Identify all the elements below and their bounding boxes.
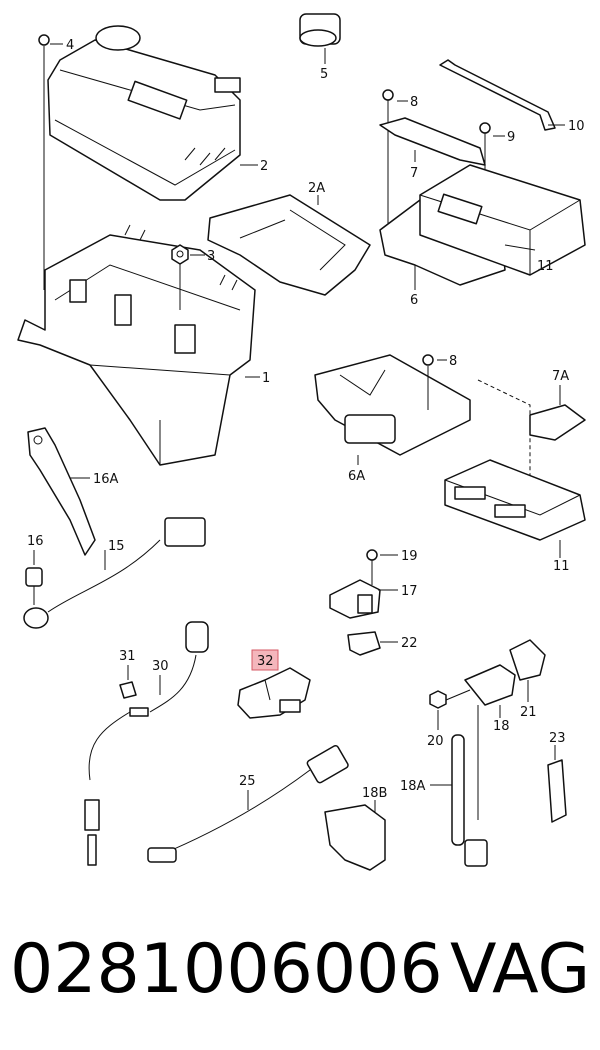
clip-part-31 — [119, 681, 137, 699]
callout-5: 5 — [320, 67, 328, 82]
callout-7: 7 — [410, 166, 418, 181]
callout-6: 6 — [410, 293, 418, 308]
connector-part-25 — [306, 744, 349, 784]
callout-23: 23 — [549, 731, 566, 746]
reservoir-cap — [95, 25, 141, 51]
cover-part-2 — [47, 39, 241, 201]
sensor-part-18 — [464, 664, 516, 867]
callout-labels: 1 2 2A 3 4 5 6 6A 7 7A 8 8 9 10 11 11 15… — [27, 38, 585, 801]
screw-part-4 — [38, 34, 63, 290]
callout-2a: 2A — [308, 181, 325, 196]
screw-part-19 — [366, 549, 378, 585]
callout-10: 10 — [568, 119, 585, 134]
callout-3: 3 — [207, 249, 215, 264]
callout-16a: 16A — [93, 472, 119, 487]
callout-32: 32 — [257, 654, 274, 669]
callout-22: 22 — [401, 636, 418, 651]
screw-part-20 — [429, 689, 471, 709]
gasket-part-22 — [347, 631, 381, 656]
callout-8-mid: 8 — [449, 354, 457, 369]
callout-31: 31 — [119, 649, 136, 664]
callout-18a: 18A — [400, 779, 426, 794]
callout-32-highlight — [251, 649, 279, 671]
sensor-part-16 — [23, 567, 49, 629]
bracket-part-16a — [27, 427, 96, 556]
sensor-part-30 — [84, 621, 209, 866]
callout-16: 16 — [27, 534, 44, 549]
cable-part-15 — [47, 539, 161, 613]
lower-housing-part-1 — [17, 224, 256, 466]
callout-11-bottom: 11 — [553, 559, 570, 574]
callout-15: 15 — [108, 539, 125, 554]
callout-6a: 6A — [348, 469, 365, 484]
sensor-part-32 — [237, 667, 311, 719]
callout-7a: 7A — [552, 369, 569, 384]
callout-2: 2 — [260, 159, 268, 174]
relay-part-5 — [299, 13, 341, 62]
bracket-part-2a — [207, 194, 371, 296]
part-number: 0281006006 — [10, 930, 443, 1009]
callout-20: 20 — [427, 734, 444, 749]
bracket-part-23 — [547, 759, 567, 823]
sensor-part-17 — [329, 579, 381, 619]
brand-name: VAG — [450, 930, 591, 1009]
strap-part-10 — [439, 59, 556, 131]
callout-30: 30 — [152, 659, 169, 674]
callout-19: 19 — [401, 549, 418, 564]
nut-part-3 — [171, 244, 189, 310]
screw-part-8-top — [382, 89, 394, 225]
bracket-part-6a — [314, 354, 471, 456]
boot-part-18b — [324, 804, 386, 871]
callout-1: 1 — [262, 371, 270, 386]
callout-11-top: 11 — [537, 259, 554, 274]
connector-part-15 — [164, 517, 206, 547]
bracket-part-7a — [529, 404, 586, 441]
callout-4: 4 — [66, 38, 74, 53]
sleeve-part-18a — [451, 734, 465, 846]
callout-17: 17 — [401, 584, 418, 599]
callout-9: 9 — [507, 130, 515, 145]
bracket-part-21 — [509, 639, 546, 681]
callout-18b: 18B — [362, 786, 387, 801]
probe-part-25 — [147, 847, 177, 863]
exploded-parts-diagram: 1 2 2A 3 4 5 6 6A 7 7A 8 8 9 10 11 11 15… — [17, 13, 586, 871]
callout-25: 25 — [239, 774, 256, 789]
leader-lines — [33, 62, 565, 812]
cable-part-25 — [159, 769, 311, 856]
control-unit-part-11-top — [419, 164, 586, 276]
callout-21: 21 — [520, 705, 537, 720]
control-unit-part-11-bottom — [444, 459, 586, 541]
callout-8-top: 8 — [410, 95, 418, 110]
bracket-part-7 — [379, 117, 486, 166]
callout-18: 18 — [493, 719, 510, 734]
